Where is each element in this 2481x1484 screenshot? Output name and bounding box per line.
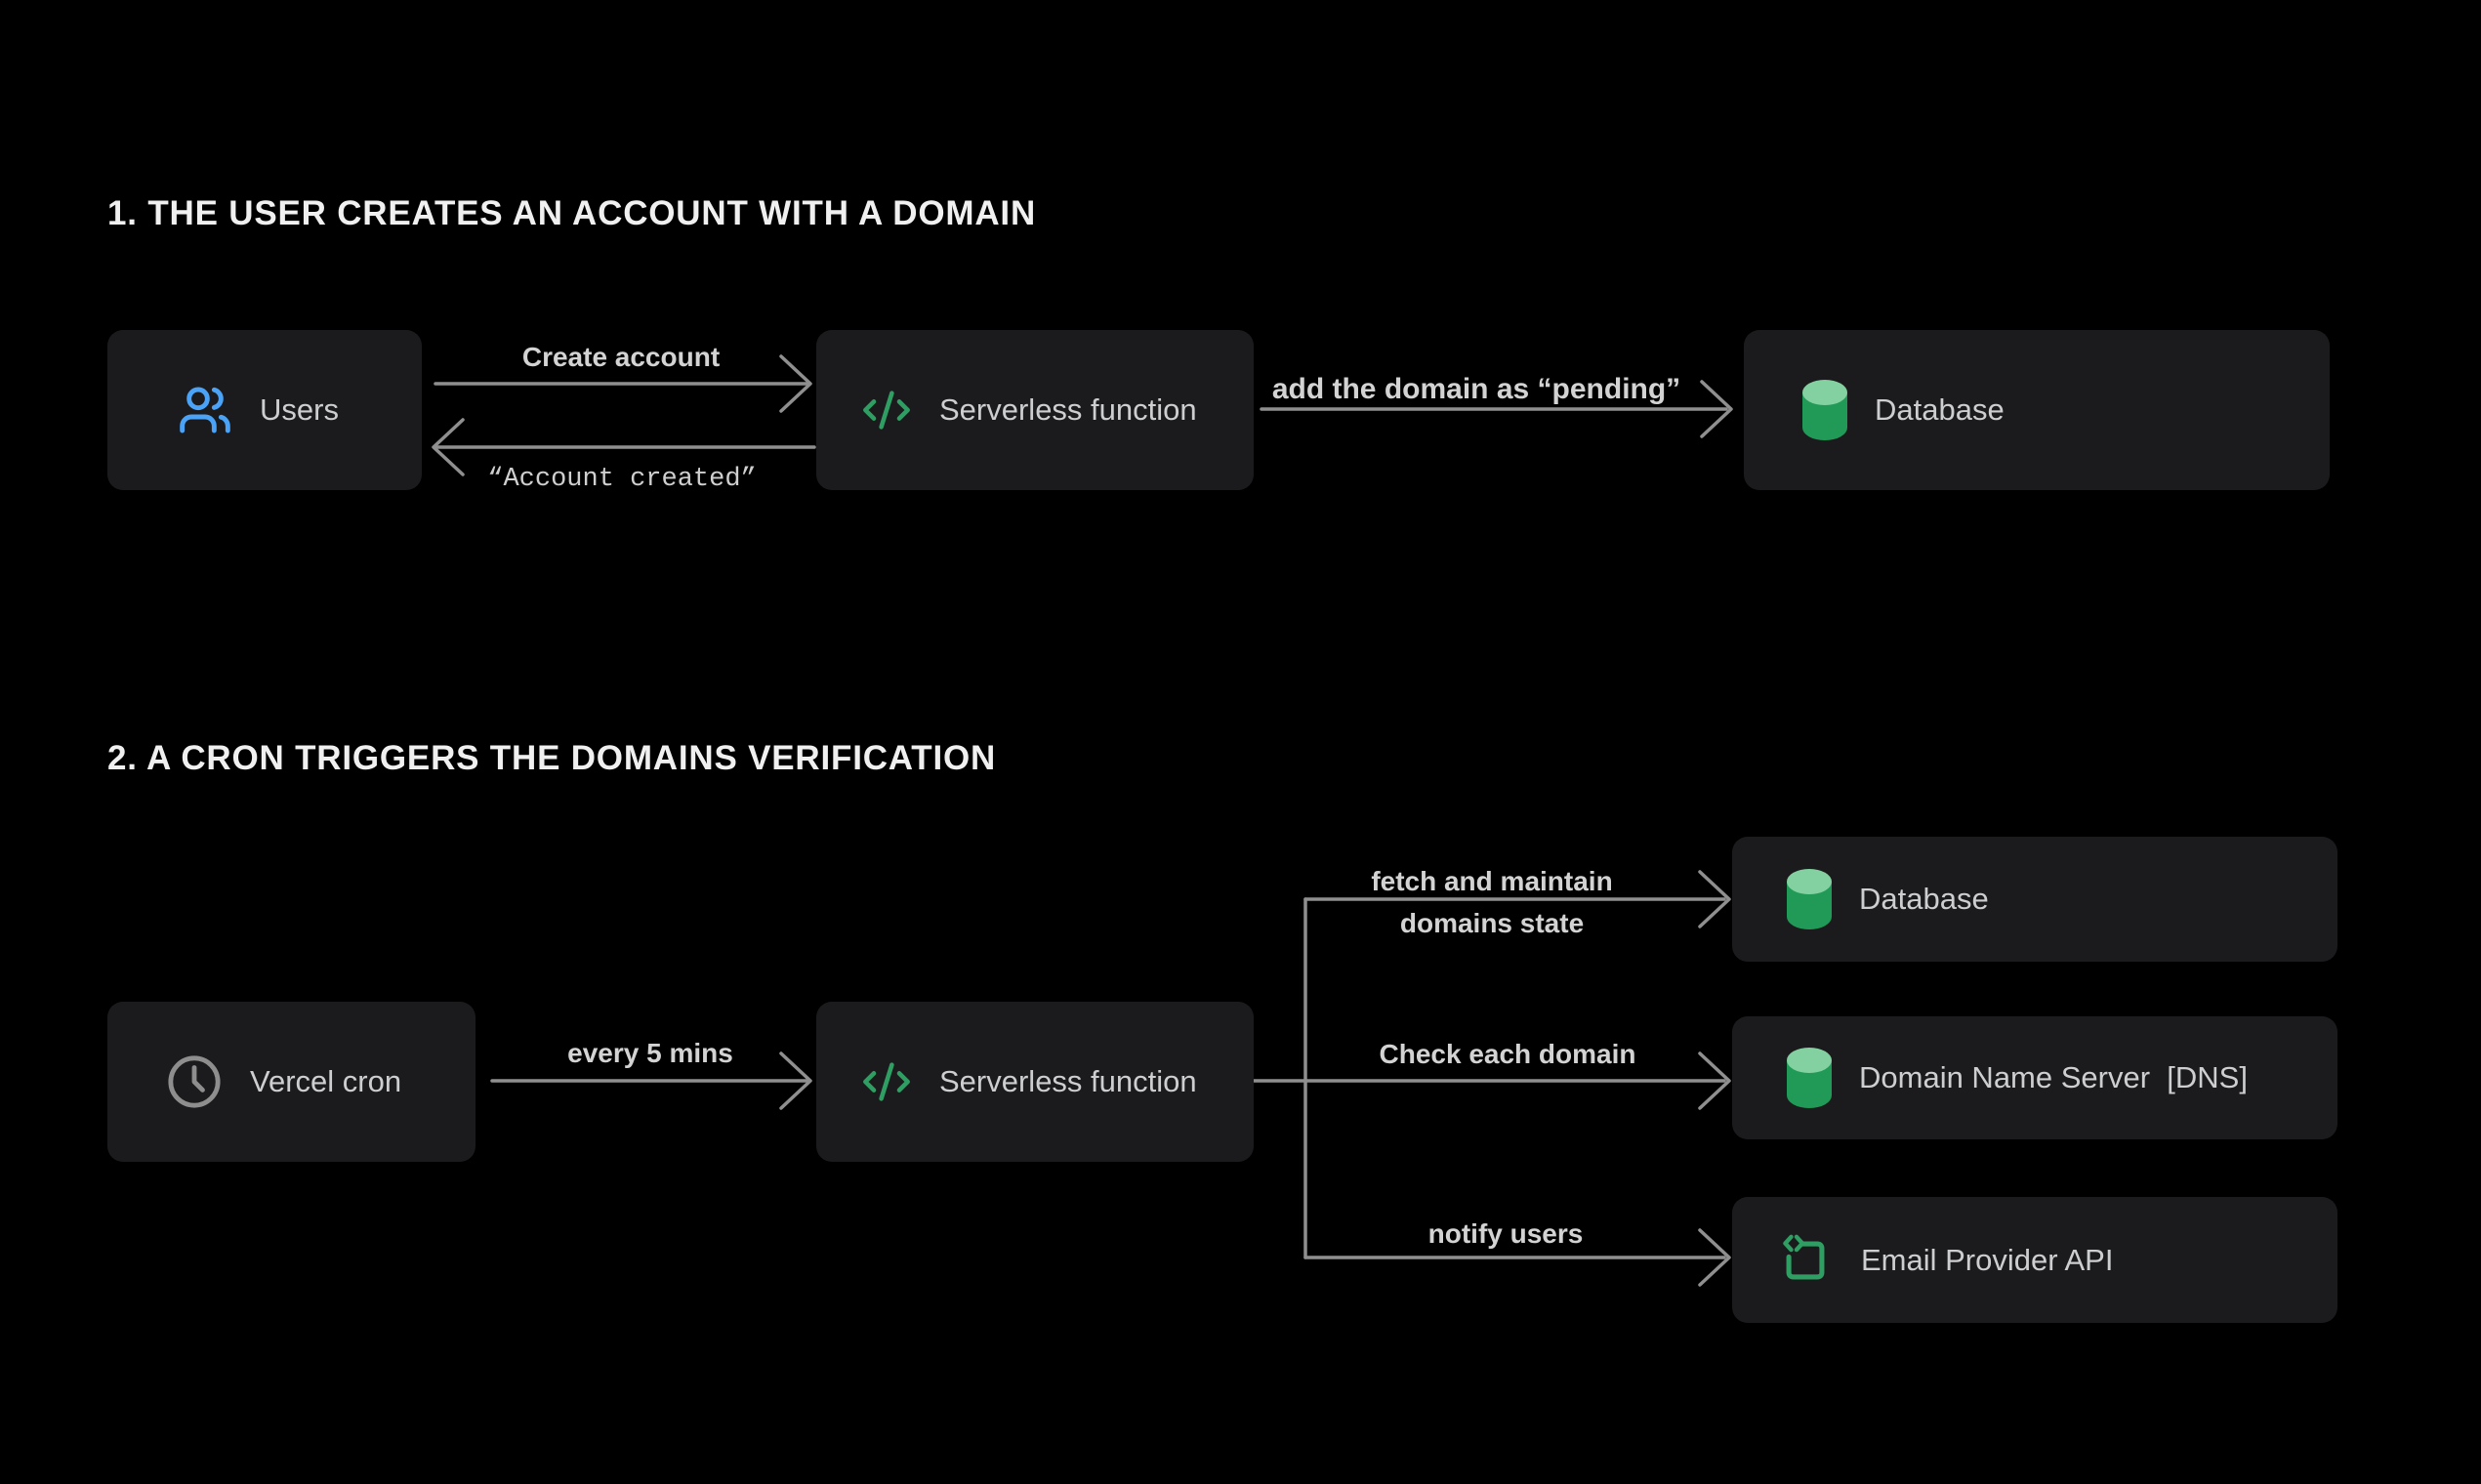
serverless-node-label: Serverless function xyxy=(939,1064,1197,1098)
serverless-node-label: Serverless function xyxy=(939,392,1197,427)
account-created-label: “Account created” xyxy=(487,465,757,494)
dns-node-label: Domain Name Server [DNS] xyxy=(1859,1060,2248,1094)
email-provider-node: Email Provider API xyxy=(1732,1197,2337,1323)
vercel-cron-node: Vercel cron xyxy=(107,1002,476,1162)
database-cylinder-icon xyxy=(1787,1048,1832,1108)
add-domain-arrow xyxy=(1260,380,1733,438)
database-node-1: Database xyxy=(1744,330,2330,490)
dns-node: Domain Name Server [DNS] xyxy=(1732,1016,2337,1139)
code-icon xyxy=(861,385,912,435)
section-2-title: 2. A CRON TRIGGERS THE DOMAINS VERIFICAT… xyxy=(107,739,997,777)
every-5-mins-label: every 5 mins xyxy=(567,1038,733,1068)
fetch-maintain-label-line1: fetch and maintain xyxy=(1371,866,1613,896)
clock-icon xyxy=(166,1053,223,1110)
users-icon xyxy=(178,383,232,437)
section-1-title: 1. THE USER CREATES AN ACCOUNT WITH A DO… xyxy=(107,194,1037,232)
database-cylinder-icon xyxy=(1802,380,1847,440)
create-account-arrow xyxy=(434,354,812,413)
serverless-function-node-2: Serverless function xyxy=(816,1002,1254,1162)
create-account-label: Create account xyxy=(521,342,721,372)
serverless-function-node-1: Serverless function xyxy=(816,330,1254,490)
notify-users-arrow xyxy=(1303,1228,1731,1287)
database-cylinder-icon xyxy=(1787,869,1832,929)
database-node-label: Database xyxy=(1875,392,2005,427)
code-icon xyxy=(861,1056,912,1107)
database-node-2: Database xyxy=(1732,837,2337,962)
database-node-label: Database xyxy=(1859,882,1989,916)
users-node-label: Users xyxy=(260,392,339,427)
account-created-arrow xyxy=(432,418,816,476)
vercel-cron-node-label: Vercel cron xyxy=(250,1064,402,1098)
fetch-maintain-label-line2: domains state xyxy=(1399,908,1585,938)
check-domain-arrow xyxy=(1230,1051,1731,1110)
notify-users-label: notify users xyxy=(1427,1218,1584,1249)
email-api-icon xyxy=(1777,1232,1834,1289)
add-domain-label: add the domain as “pending” xyxy=(1271,373,1681,405)
fetch-maintain-arrow xyxy=(1303,870,1731,928)
users-node: Users xyxy=(107,330,422,490)
email-provider-node-label: Email Provider API xyxy=(1861,1242,2114,1277)
check-domain-label: Check each domain xyxy=(1379,1039,1636,1069)
every-5-mins-arrow xyxy=(490,1051,812,1110)
